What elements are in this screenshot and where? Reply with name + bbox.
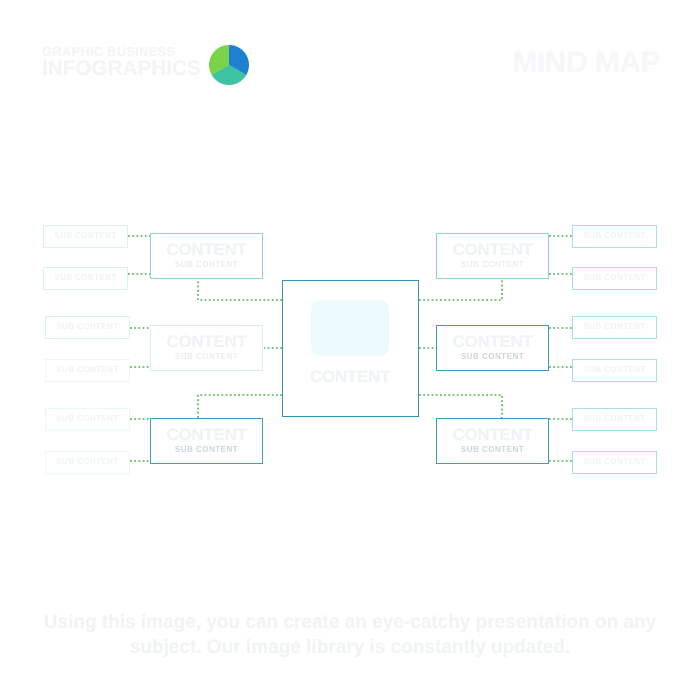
branch-right-mid: CONTENT SUB CONTENT bbox=[436, 325, 549, 371]
leaf-right-6: SUB CONTENT bbox=[572, 451, 657, 474]
footer-description: Using this image, you can create an eye-… bbox=[43, 612, 657, 658]
pie-logo-icon bbox=[209, 45, 249, 85]
brand-line-1: GRAPHIC BUSINESS bbox=[42, 44, 176, 59]
leaf-left-3: SUB CONTENT bbox=[45, 316, 130, 339]
page-title: MIND MAP bbox=[512, 46, 660, 79]
brand-wordmark: GRAPHIC BUSINESS INFOGRAPHICS bbox=[42, 45, 207, 79]
branch-subtitle: SUB CONTENT bbox=[460, 352, 525, 361]
leaf-left-5: SUB CONTENT bbox=[45, 408, 130, 431]
logo-slice-teal bbox=[211, 65, 247, 85]
branch-title: CONTENT bbox=[166, 240, 247, 259]
central-node: CONTENT bbox=[282, 280, 419, 417]
logo-slice-green bbox=[209, 45, 229, 75]
branch-title: CONTENT bbox=[166, 332, 247, 351]
branch-left-bottom: CONTENT SUB CONTENT bbox=[150, 418, 263, 464]
leaf-left-6: SUB CONTENT bbox=[45, 451, 130, 474]
leaf-right-5: SUB CONTENT bbox=[572, 408, 657, 431]
branch-subtitle: SUB CONTENT bbox=[174, 260, 239, 269]
connector-center-right-top bbox=[419, 279, 503, 301]
branch-title: CONTENT bbox=[452, 240, 533, 259]
branch-right-top: CONTENT SUB CONTENT bbox=[436, 233, 549, 279]
connector-center-right-bottom bbox=[419, 394, 503, 418]
branch-title: CONTENT bbox=[452, 425, 533, 444]
leaf-right-1: SUB CONTENT bbox=[572, 225, 657, 248]
connector-center-left-bottom bbox=[197, 394, 282, 418]
central-label: CONTENT bbox=[309, 367, 391, 386]
branch-left-mid: CONTENT SUB CONTENT bbox=[150, 325, 263, 371]
branch-title: CONTENT bbox=[452, 332, 533, 351]
branch-subtitle: SUB CONTENT bbox=[174, 445, 239, 454]
branch-left-top: CONTENT SUB CONTENT bbox=[150, 233, 263, 279]
leaf-right-4: SUB CONTENT bbox=[572, 359, 657, 382]
central-image-placeholder bbox=[311, 300, 389, 356]
logo-slice-blue bbox=[229, 45, 249, 75]
branch-title: CONTENT bbox=[166, 425, 247, 444]
brand-line-2: INFOGRAPHICS bbox=[42, 57, 201, 80]
branch-subtitle: SUB CONTENT bbox=[174, 352, 239, 361]
leaf-right-3: SUB CONTENT bbox=[572, 316, 657, 339]
connector-center-left-top bbox=[197, 279, 282, 301]
branch-right-bottom: CONTENT SUB CONTENT bbox=[436, 418, 549, 464]
branch-subtitle: SUB CONTENT bbox=[460, 260, 525, 269]
leaf-left-4: SUB CONTENT bbox=[45, 359, 130, 382]
leaf-left-2: SUB CONTENT bbox=[43, 267, 128, 290]
branch-subtitle: SUB CONTENT bbox=[460, 445, 525, 454]
leaf-right-2: SUB CONTENT bbox=[572, 267, 657, 290]
leaf-left-1: SUB CONTENT bbox=[43, 225, 128, 248]
